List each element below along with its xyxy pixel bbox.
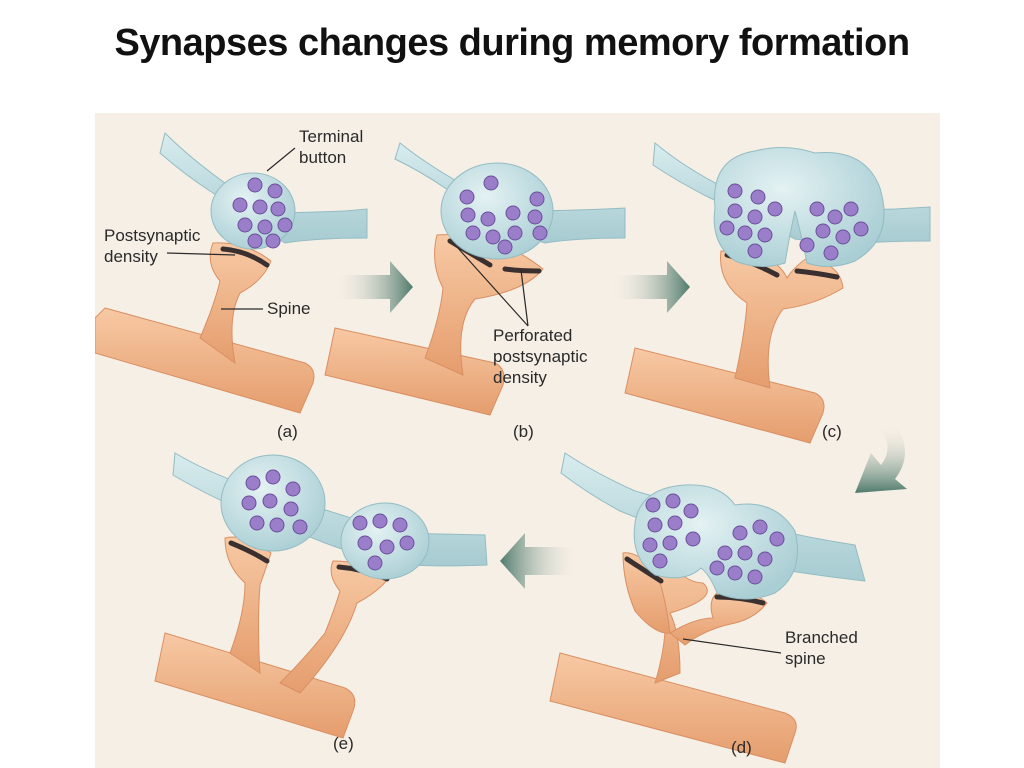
label-spine: Spine	[267, 299, 310, 318]
panel-label-a: (a)	[277, 422, 298, 441]
panel-label-e: (e)	[333, 734, 354, 753]
dendrite-shaft	[324, 327, 505, 416]
spine	[720, 250, 844, 389]
leader-line	[682, 638, 782, 654]
dendrite-shaft	[549, 652, 797, 764]
density-left	[228, 540, 270, 564]
arrow-a-to-b	[333, 261, 413, 313]
arrow-d-to-e	[500, 533, 580, 589]
arrow-c-to-d	[855, 423, 907, 493]
label-terminal-line1: Terminal	[299, 127, 363, 146]
panel-b	[324, 142, 626, 416]
arrow-b-to-c	[610, 261, 690, 313]
panel-d	[549, 452, 866, 764]
perforated-density-right	[502, 266, 542, 274]
label-branched-line2: spine	[785, 649, 826, 668]
leader-line	[520, 269, 529, 327]
label-postsynaptic-line2: density	[104, 247, 158, 266]
slide-title: Synapses changes during memory formation	[114, 22, 910, 64]
panel-label-d: (d)	[731, 738, 752, 757]
leader-line	[166, 252, 236, 256]
density-right	[794, 268, 840, 280]
panel-c	[624, 142, 931, 444]
label-perforated-line2: postsynaptic	[493, 347, 588, 366]
label-perforated-line1: Perforated	[493, 326, 572, 345]
panel-e	[154, 452, 488, 739]
panel-label-c: (c)	[822, 422, 842, 441]
vesicles	[241, 469, 415, 571]
vesicles	[232, 177, 293, 249]
vesicles	[459, 175, 548, 255]
dendrite-shaft	[624, 347, 825, 444]
panel-a	[95, 132, 368, 414]
label-perforated-line3: density	[493, 368, 547, 387]
label-branched-line1: Branched	[785, 628, 858, 647]
vesicles	[719, 183, 869, 261]
panel-label-b: (b)	[513, 422, 534, 441]
synapse-diagram: Terminal button Postsynaptic density Spi…	[95, 113, 940, 768]
dendrite-shaft	[95, 307, 315, 414]
dendrite-shaft	[154, 632, 356, 739]
postsynaptic-density	[220, 246, 270, 268]
leader-line	[456, 246, 529, 327]
label-terminal-line2: button	[299, 148, 346, 167]
label-postsynaptic-line1: Postsynaptic	[104, 226, 201, 245]
leader-line	[266, 147, 296, 172]
spine-right	[279, 560, 392, 694]
density-left	[624, 556, 664, 584]
vesicles	[642, 493, 785, 585]
